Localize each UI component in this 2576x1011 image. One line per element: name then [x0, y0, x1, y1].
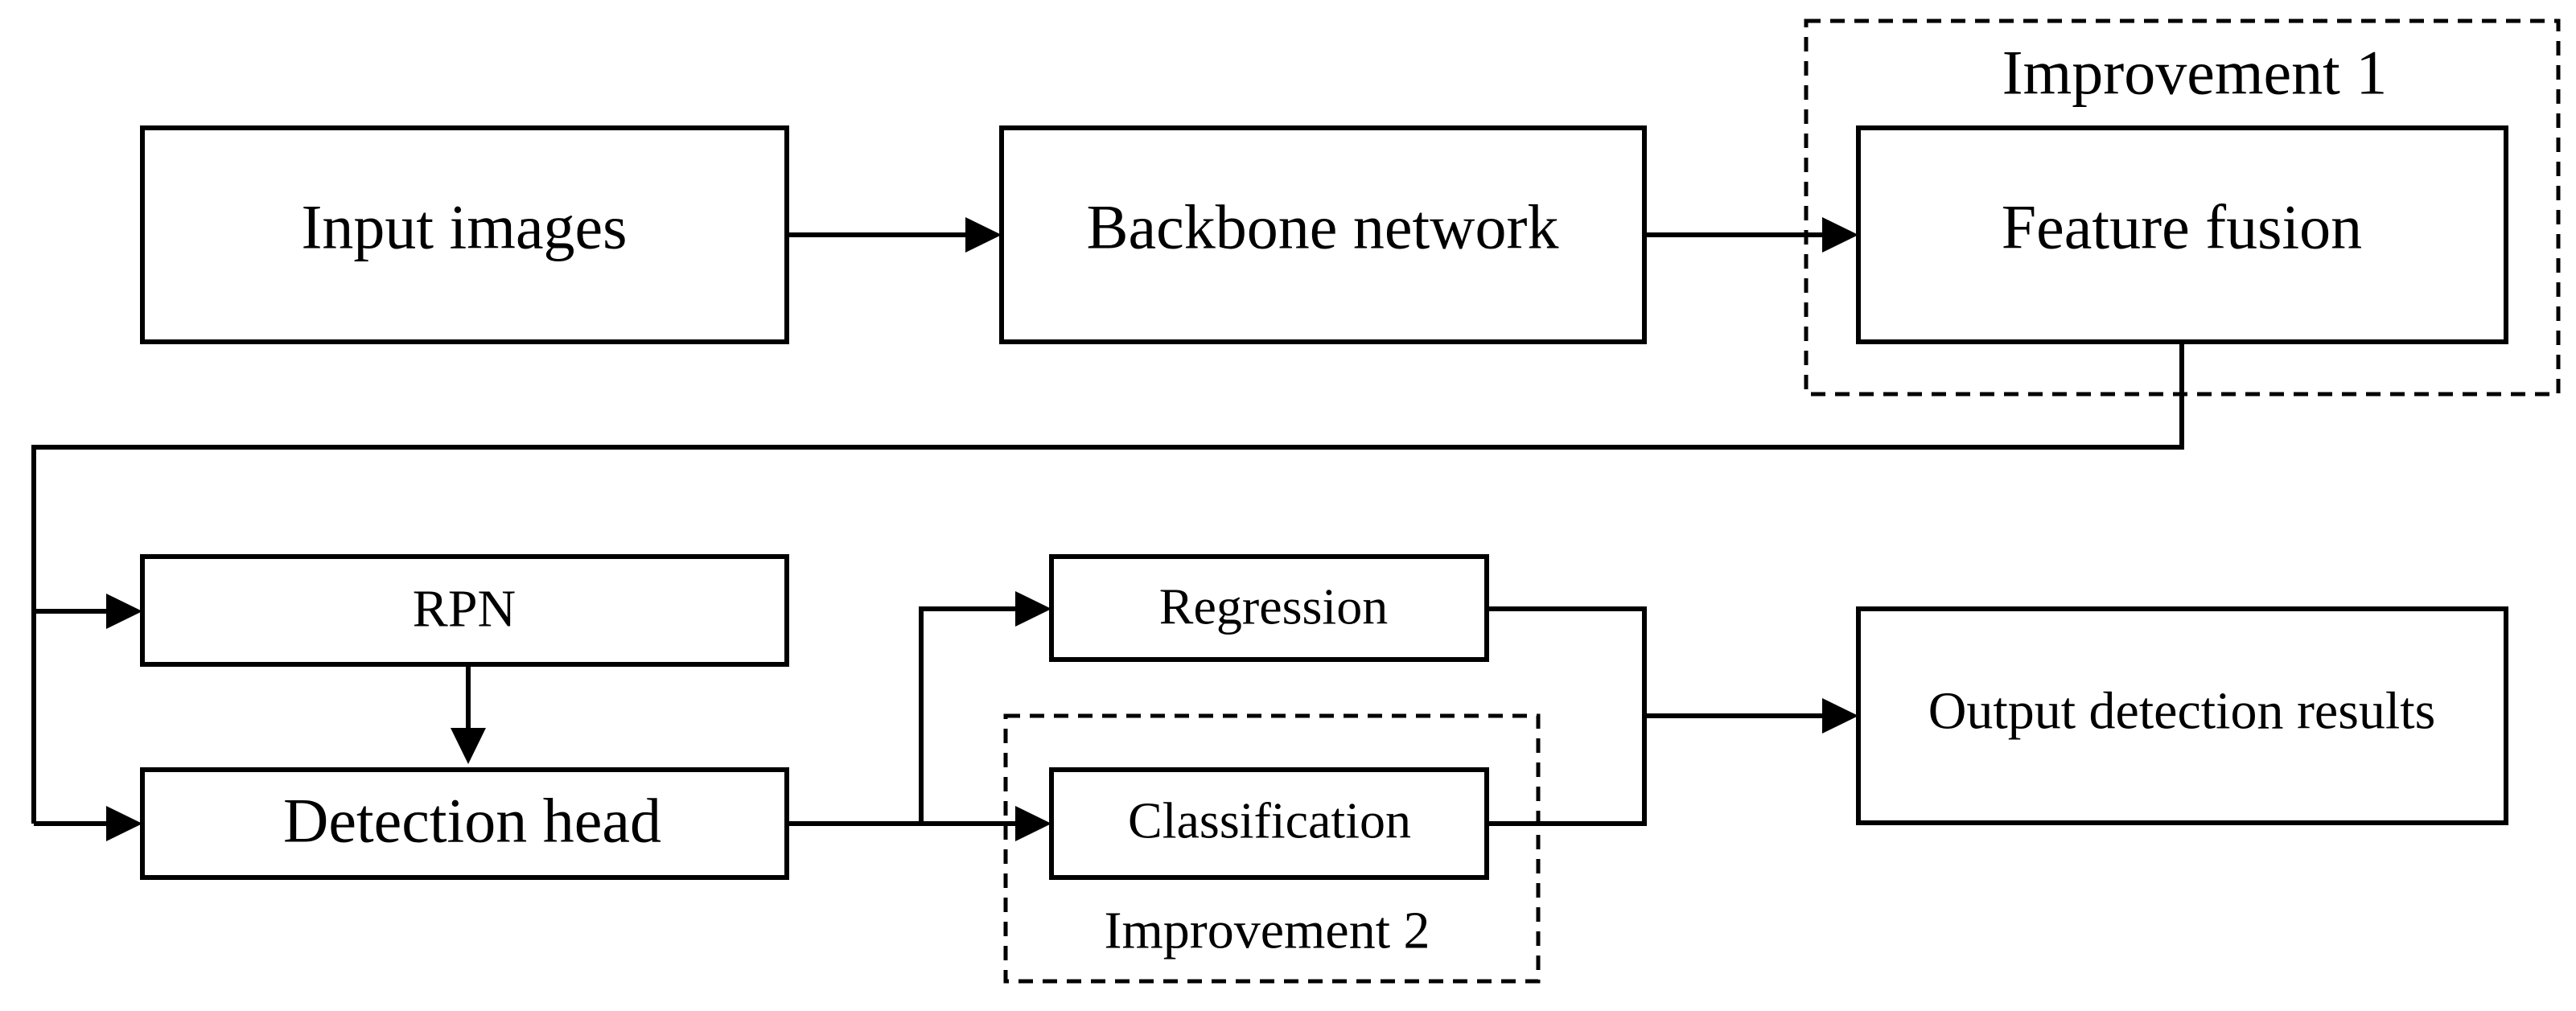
- node-classification: Classification: [1049, 767, 1489, 880]
- backbone-network-label: Backbone network: [1087, 192, 1559, 262]
- input-images-box: [140, 125, 789, 344]
- backbone-network-box: [999, 125, 1647, 344]
- arrowhead-to-detection-head: [106, 806, 142, 841]
- output-detection-results-box: [1856, 606, 2508, 825]
- improvement-2-label: Improvement 2: [1104, 902, 1430, 960]
- arrowhead-rpn-to-detection-head: [451, 728, 486, 764]
- classification-box: [1049, 767, 1489, 880]
- improvement-2-border: [1003, 713, 1541, 984]
- regression-label: Regression: [1159, 578, 1388, 635]
- output-detection-results-label: Output detection results: [1928, 682, 2436, 741]
- arrowhead-to-rpn: [106, 594, 142, 629]
- edge-regression-to-merge: [1487, 606, 1647, 826]
- detection-head-label: Detection head: [283, 786, 661, 856]
- input-images-label: Input images: [301, 192, 627, 262]
- arrowhead-input-to-backbone: [965, 217, 1002, 253]
- arrowhead-to-classification: [1015, 806, 1051, 841]
- rpn-box: [140, 554, 789, 667]
- feature-fusion-box: [1856, 125, 2508, 344]
- node-rpn: RPN: [140, 554, 789, 667]
- improvement-1-label: Improvement 1: [2002, 38, 2388, 108]
- node-backbone-network: Backbone network: [999, 125, 1647, 344]
- node-feature-fusion: Feature fusion: [1856, 125, 2508, 344]
- node-input-images: Input images: [140, 125, 789, 344]
- rpn-label: RPN: [413, 580, 516, 639]
- node-regression: Regression: [1049, 554, 1489, 662]
- regression-box: [1049, 554, 1489, 662]
- arrowhead-to-regression: [1015, 591, 1051, 627]
- edges: [31, 217, 2184, 841]
- arrowhead-backbone-to-feature-fusion: [1822, 217, 1858, 253]
- improvement-2-group: Improvement 2: [1003, 713, 1541, 984]
- node-detection-head: Detection head: [140, 767, 789, 880]
- edge-feature-fusion-loop: [31, 342, 2184, 824]
- detection-head-box: [140, 767, 789, 880]
- edge-split-to-regression: [919, 606, 1015, 824]
- node-output-detection-results: Output detection results: [1856, 606, 2508, 825]
- arrowhead-to-output: [1822, 698, 1858, 734]
- classification-label: Classification: [1128, 792, 1411, 849]
- feature-fusion-label: Feature fusion: [2002, 192, 2362, 262]
